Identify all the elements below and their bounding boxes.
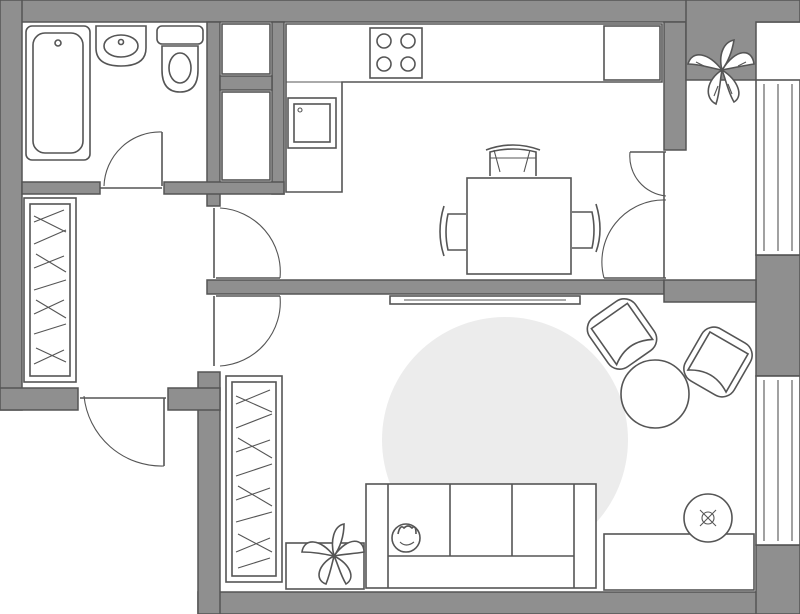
wall-left-upper <box>0 0 23 411</box>
wardrobe-hall <box>23 197 77 383</box>
plant-living <box>301 523 365 586</box>
cat-icon <box>391 523 421 553</box>
kitchen-sink <box>287 97 337 149</box>
dining-table <box>466 177 572 275</box>
wall-stub-left <box>167 387 221 411</box>
wall-right-pier <box>755 254 800 377</box>
bathtub <box>25 25 91 161</box>
wall-bottom <box>197 591 781 614</box>
fridge <box>603 25 661 81</box>
wall-central-right <box>663 279 757 303</box>
plant-balcony <box>686 38 755 106</box>
utility-shaft-top <box>221 23 271 75</box>
wall-right-balcony-top <box>685 0 800 81</box>
floor-lamp <box>683 493 733 543</box>
wall-bath-right <box>206 21 221 207</box>
wall-central-partition <box>206 279 665 295</box>
wardrobe-living <box>225 375 283 583</box>
wall-shaft-mid <box>219 75 273 91</box>
chair-top <box>485 144 541 176</box>
toilet <box>156 25 204 93</box>
chair-left <box>439 205 466 257</box>
armchair-right <box>683 326 753 398</box>
wall-left-room <box>197 371 221 614</box>
door-kitchen <box>213 207 281 279</box>
kitchen <box>285 23 663 275</box>
living-room <box>225 298 755 591</box>
window-partition-glass <box>389 295 581 305</box>
wall-top <box>0 0 800 23</box>
wall-shaft-right <box>271 21 285 195</box>
chair-right <box>572 203 601 253</box>
wall-bath-bottom-left <box>21 181 101 195</box>
windows <box>389 79 800 546</box>
wall-right-kitchen <box>663 21 687 151</box>
wall-right-room-bottom <box>755 544 800 614</box>
bathroom <box>25 25 204 161</box>
wall-left-lower <box>0 387 79 411</box>
stove <box>369 27 423 79</box>
door-living <box>213 295 281 367</box>
tv-stand <box>603 533 755 591</box>
window-balcony <box>755 79 800 256</box>
sink <box>95 25 147 67</box>
coffee-table <box>620 359 690 429</box>
utility-shaft-bottom <box>221 91 271 181</box>
door-bathroom <box>100 131 163 189</box>
window-living-room <box>755 375 800 546</box>
armchair-left <box>586 298 658 370</box>
door-balcony <box>601 151 667 279</box>
doors <box>80 131 667 467</box>
door-entrance <box>80 395 166 467</box>
wall-shaft-bottom <box>163 181 285 195</box>
